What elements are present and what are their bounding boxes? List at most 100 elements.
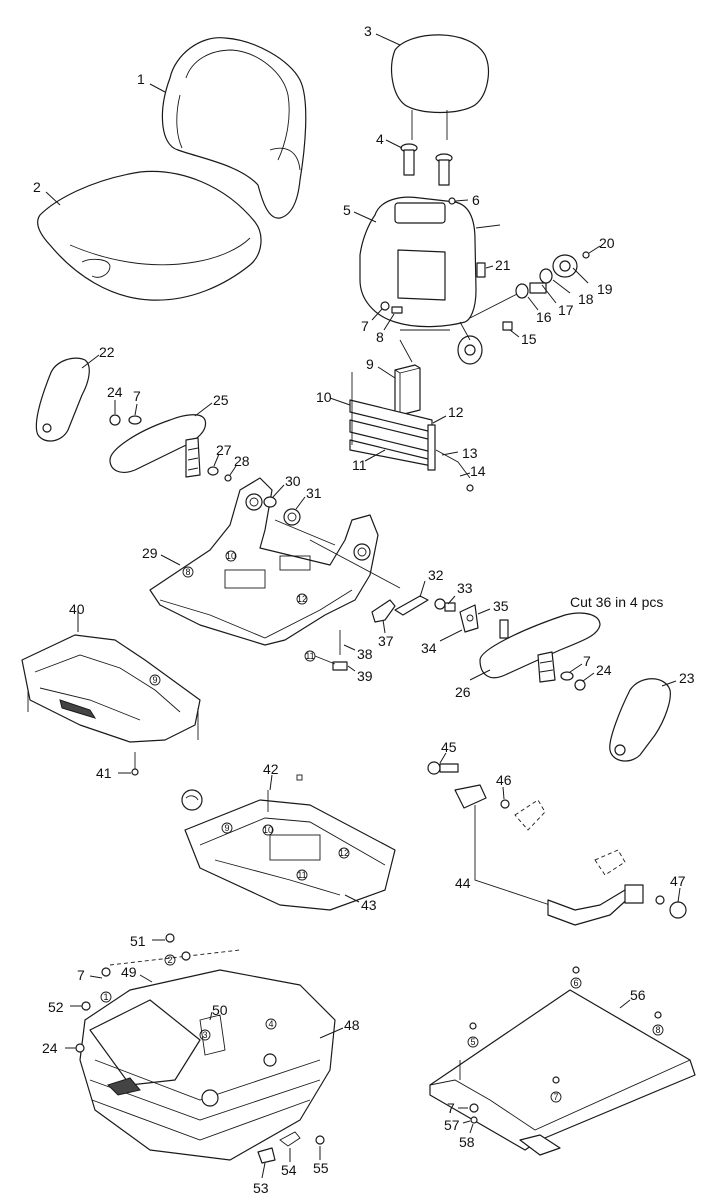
callout-24-lower: 24	[42, 1040, 58, 1056]
circled-ref-12: 12	[297, 594, 307, 604]
suspension-unit	[79, 949, 336, 1161]
circled-ref-11b: 11	[297, 870, 306, 880]
callout-5: 5	[343, 202, 351, 218]
callout-14: 14	[470, 463, 486, 479]
circled-ref-8: 8	[185, 567, 190, 577]
circled-ref-2: 2	[167, 955, 172, 965]
callout-24-right: 24	[596, 662, 612, 678]
callout-48: 48	[344, 1017, 360, 1033]
callout-8: 8	[376, 329, 384, 345]
callout-12: 12	[448, 404, 464, 420]
circled-ref-8b: 8	[655, 1025, 660, 1035]
callout-11: 11	[352, 457, 367, 473]
cut-instruction-note: Cut 36 in 4 pcs	[570, 594, 663, 610]
callout-50: 50	[212, 1002, 228, 1018]
circled-ref-3: 3	[202, 1030, 207, 1040]
callout-28: 28	[234, 453, 250, 469]
callout-39: 39	[357, 668, 373, 684]
circled-ref-1: 1	[103, 992, 108, 1002]
callout-53: 53	[253, 1180, 269, 1196]
callout-7-left: 7	[133, 388, 141, 404]
callout-1: 1	[137, 71, 145, 87]
circled-ref-10b: 10	[263, 825, 273, 835]
circled-ref-10: 10	[226, 551, 236, 561]
callout-21: 21	[495, 257, 511, 273]
callout-10: 10	[316, 389, 332, 405]
circled-ref-9: 9	[152, 675, 157, 685]
circled-ref-6: 6	[573, 978, 578, 988]
seat-base-plate: 9 10 12 11	[181, 774, 396, 911]
callout-58: 58	[459, 1134, 475, 1150]
armrest-right	[479, 612, 601, 683]
circled-ref-11: 11	[305, 651, 314, 661]
lumbar-foam-block	[394, 364, 421, 416]
callout-40: 40	[69, 601, 85, 617]
callout-47: 47	[670, 873, 686, 889]
callout-20: 20	[599, 235, 615, 251]
seat-frame: 8 10 12	[149, 477, 379, 646]
callout-15: 15	[521, 331, 537, 347]
mounting-plate: 5 6 8 7	[429, 966, 696, 1156]
lumbar-support	[349, 372, 474, 492]
side-cover-right	[609, 678, 671, 762]
callout-45: 45	[441, 739, 457, 755]
callout-46: 46	[496, 772, 512, 788]
seat-belt	[427, 761, 687, 926]
circled-ref-5: 5	[470, 1037, 475, 1047]
callout-35: 35	[493, 598, 509, 614]
callout-32: 32	[428, 567, 444, 583]
side-cover-left	[35, 357, 90, 442]
callout-43: 43	[361, 897, 377, 913]
callout-4: 4	[376, 131, 384, 147]
callout-7-right: 7	[583, 653, 591, 669]
circled-ref-12b: 12	[339, 848, 349, 858]
callout-57: 57	[444, 1117, 460, 1133]
callout-6: 6	[472, 192, 480, 208]
callout-51: 51	[130, 933, 146, 949]
headrest	[391, 34, 489, 140]
callout-7-lower: 7	[77, 967, 85, 983]
circled-ref-4: 4	[268, 1019, 273, 1029]
callout-56: 56	[630, 987, 646, 1003]
backrest-frame	[359, 196, 483, 365]
recline-lever	[371, 595, 509, 639]
callout-7-plate: 7	[447, 1100, 455, 1116]
callout-38: 38	[357, 646, 373, 662]
callout-19: 19	[597, 281, 613, 297]
callout-44: 44	[455, 875, 471, 891]
callout-13: 13	[462, 445, 478, 461]
callout-16: 16	[536, 309, 552, 325]
callout-54: 54	[281, 1162, 297, 1178]
callout-2: 2	[33, 179, 41, 195]
seat-pan-cover: 9	[21, 634, 201, 743]
seat-cushion	[37, 170, 262, 301]
backrest-cushion	[161, 37, 307, 219]
callout-7-upper: 7	[361, 318, 369, 334]
recline-knob-assembly	[469, 251, 590, 319]
callout-23: 23	[679, 670, 695, 686]
callout-42: 42	[263, 761, 279, 777]
callout-31: 31	[306, 485, 322, 501]
callout-34: 34	[421, 640, 437, 656]
circled-ref-9b: 9	[224, 823, 229, 833]
callout-49: 49	[121, 964, 137, 980]
callout-26: 26	[455, 684, 471, 700]
callout-27: 27	[216, 442, 232, 458]
callout-9: 9	[366, 356, 374, 372]
callout-22: 22	[99, 344, 115, 360]
callout-52: 52	[48, 999, 64, 1015]
callout-17: 17	[558, 302, 574, 318]
headrest-guides	[400, 143, 453, 186]
callout-55: 55	[313, 1160, 329, 1176]
callout-29: 29	[142, 545, 158, 561]
callout-18: 18	[578, 291, 594, 307]
callout-30: 30	[285, 473, 301, 489]
callout-37: 37	[378, 633, 394, 649]
callout-25: 25	[213, 392, 229, 408]
callout-3: 3	[364, 23, 372, 39]
circled-ref-7: 7	[553, 1092, 558, 1102]
callout-33: 33	[457, 580, 473, 596]
callout-24-left: 24	[107, 384, 123, 400]
callout-41: 41	[96, 765, 112, 781]
